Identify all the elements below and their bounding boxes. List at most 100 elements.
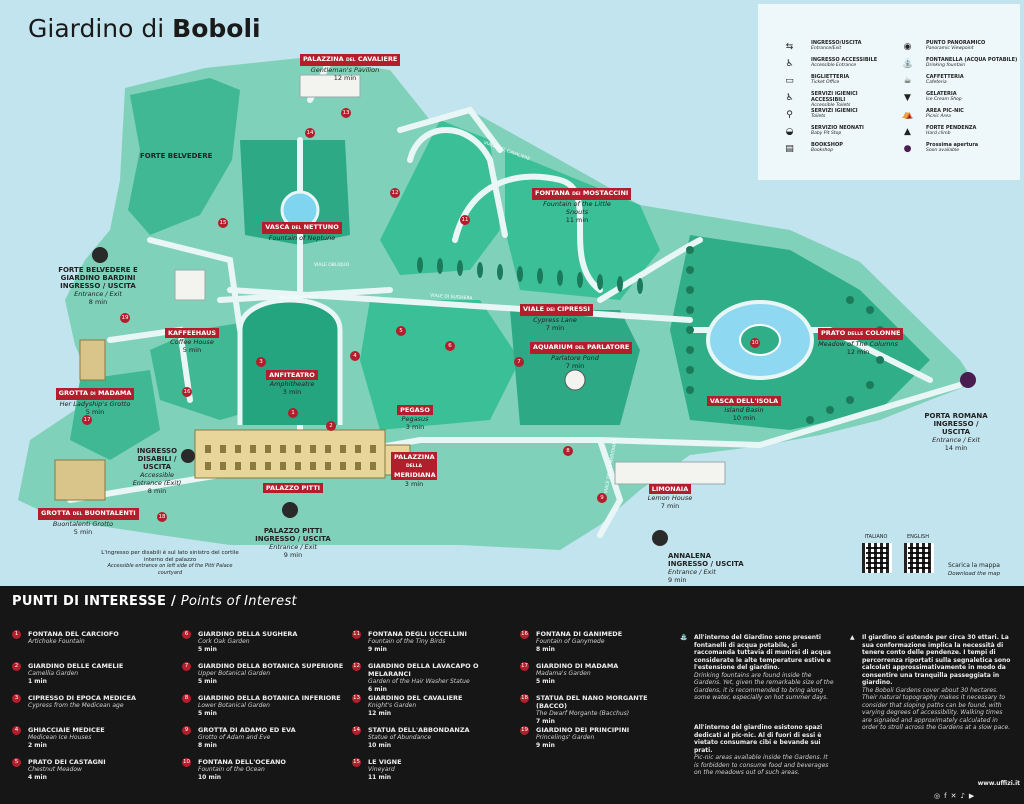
baby-changing-icon: ◒ <box>785 127 794 137</box>
map-number: 8 <box>563 446 573 456</box>
bookshop-icon: ▤ <box>785 144 794 154</box>
place-label-ingresso-disabili[interactable]: INGRESSO DISABILI / USCITA Accessible En… <box>132 447 182 495</box>
place-label-pitti-exit[interactable]: PALAZZO PITTI INGRESSO / USCITA Entrance… <box>255 527 331 559</box>
place-label-palazzo-pitti[interactable]: PALAZZO PITTI <box>258 483 328 493</box>
path-label: VIALE DEI CERCHI <box>278 296 319 301</box>
garden-block <box>128 78 240 235</box>
tiktok-icon[interactable]: ♪ <box>960 792 969 800</box>
qr-label-en: ENGLISH <box>907 534 929 540</box>
accessible-entrance-icon: ♿ <box>785 59 794 69</box>
youtube-icon[interactable]: ▶ <box>968 792 979 800</box>
picnic-area-icon: ⛺ <box>902 110 914 120</box>
map-number: 19 <box>120 313 130 323</box>
download-map-link[interactable]: Scarica la mappa Download the map <box>948 562 1001 577</box>
place-label-meridiana[interactable]: PALAZZINA DELLA MERIDIANA 3 min <box>390 452 438 488</box>
map-number: 16 <box>182 387 192 397</box>
ticket-office-icon: ▭ <box>785 76 794 86</box>
drinking-fountain-icon: ⛲ <box>902 59 914 69</box>
path <box>452 173 603 293</box>
path <box>407 127 508 238</box>
steep-slope-icon: ▲ <box>904 127 911 137</box>
map-number: 13 <box>341 108 351 118</box>
palazzo-pitti-building <box>194 429 386 479</box>
twitter-icon[interactable]: ✕ <box>950 792 961 800</box>
page-title: Giardino di Boboli <box>28 14 261 43</box>
info-picnic: All'interno del giardino esistono spazi … <box>694 724 829 776</box>
instagram-icon[interactable]: ◎ <box>934 792 945 800</box>
place-label-cavaliere[interactable]: PALAZZINA DEL CAVALIERE Gentleman's Pavi… <box>300 54 401 82</box>
entrance-marker-disabili <box>181 449 195 463</box>
place-label-porta-romana[interactable]: PORTA ROMANA INGRESSO / USCITA Entrance … <box>924 412 988 452</box>
qr-code-it[interactable] <box>862 543 892 573</box>
coming-soon-icon: ● <box>903 144 912 154</box>
disabled-access-note: L'ingresso per disabili è sul lato sinis… <box>101 550 239 576</box>
place-label-annalena[interactable]: ANNALENA INGRESSO / USCITA Entrance / Ex… <box>668 552 744 584</box>
place-label-buontalenti[interactable]: GROTTA DEL BUONTALENTI Buontalenti Grott… <box>38 508 139 536</box>
panoramic-view-icon: ◉ <box>903 42 912 52</box>
map-number: 17 <box>82 415 92 425</box>
drinking-fountain-icon: ⛲ <box>680 634 688 641</box>
path-label: VIALE OBLIQUO <box>314 263 350 268</box>
kaffeehaus-building <box>174 269 206 301</box>
map-number: 6 <box>445 341 455 351</box>
qr-code-en[interactable] <box>904 543 934 573</box>
poi-heading: PUNTI DI INTERESSE / Points of Interest <box>12 594 297 609</box>
ice-cream-icon: ▼ <box>904 93 911 103</box>
entrance-marker-forte <box>92 247 108 263</box>
entrance-exit-icon: ⇆ <box>785 42 794 52</box>
entrance-marker-porta-romana <box>960 372 976 388</box>
place-label-prato-colonne[interactable]: PRATO DELLE COLONNE Meadow of The Column… <box>818 328 904 356</box>
garden-block <box>380 120 500 275</box>
place-label-nettuno[interactable]: VASCA DEL NETTUNO Fountain of Neptune <box>262 222 342 242</box>
map-number: 14 <box>305 128 315 138</box>
map-number: 9 <box>597 493 607 503</box>
place-label-forte-exit[interactable]: FORTE BELVEDERE E GIARDINO BARDINI INGRE… <box>58 266 138 306</box>
map-number: 10 <box>750 338 760 348</box>
path <box>597 237 703 303</box>
website-link[interactable]: www.uffizi.it <box>977 780 1020 787</box>
grotta-madama-building <box>79 339 106 381</box>
place-label-belvedere[interactable]: FORTE BELVEDERE <box>140 152 213 160</box>
garden-block <box>510 310 640 425</box>
map-number: 7 <box>514 357 524 367</box>
facebook-icon[interactable]: f <box>944 792 951 800</box>
map-number: 3 <box>256 357 266 367</box>
path <box>397 106 503 153</box>
place-label-mostaccini[interactable]: FONTANA DEI MOSTACCINI Fountain of the L… <box>532 188 632 224</box>
buontalenti-building <box>54 459 106 501</box>
info-garden-size: ▲ Il giardino si estende per circa 30 et… <box>850 634 1011 731</box>
map-number: 15 <box>218 218 228 228</box>
map-number: 11 <box>460 215 470 225</box>
